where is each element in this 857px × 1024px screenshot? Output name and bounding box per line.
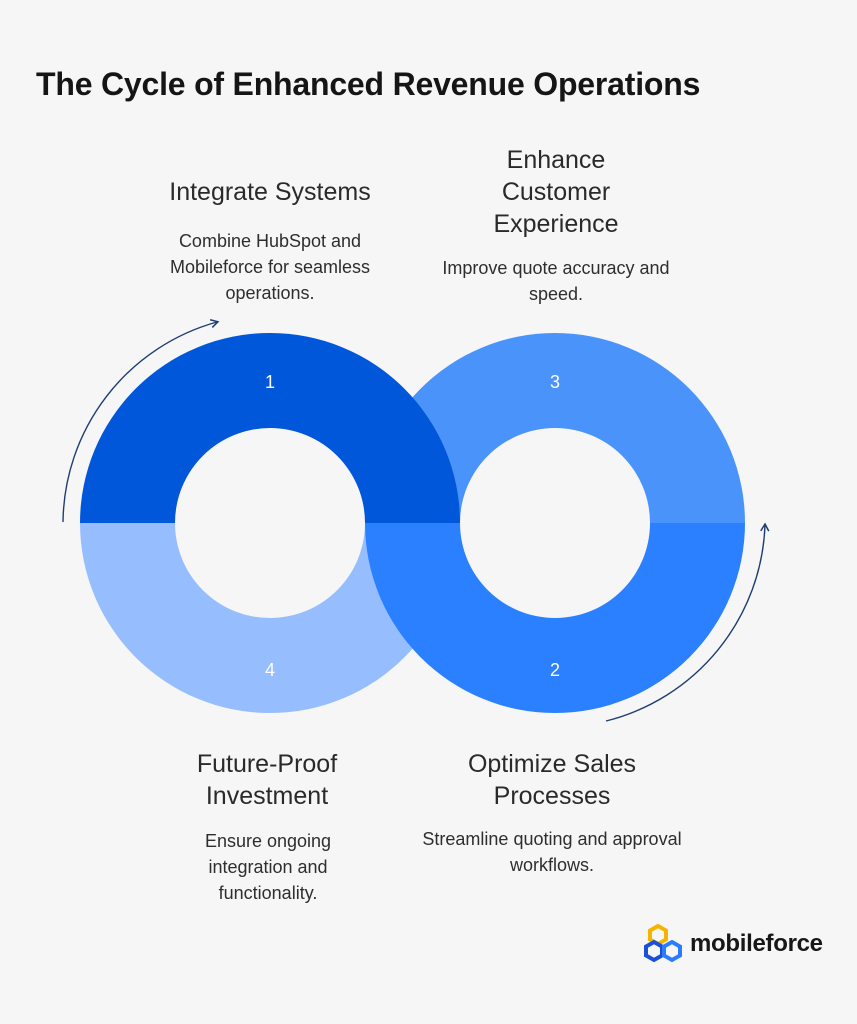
- segment-1: [80, 333, 460, 523]
- segment-4-number: 4: [265, 660, 275, 680]
- segment-4: [80, 523, 460, 713]
- mobileforce-hexagon-logo-icon: [644, 924, 682, 963]
- page-title: The Cycle of Enhanced Revenue Operations: [36, 66, 701, 102]
- segment-3-number: 3: [550, 372, 560, 392]
- segment-3: [365, 333, 745, 523]
- step-1-description: Combine HubSpot and Mobileforce for seam…: [169, 231, 371, 303]
- step-2-title: Optimize Sales Processes: [467, 750, 637, 810]
- segment-2-number: 2: [550, 660, 560, 680]
- brand-logo: mobileforce: [644, 924, 823, 964]
- step-3-title: Enhance Customer Experience: [493, 146, 619, 238]
- logo-text: mobileforce: [690, 930, 823, 957]
- step-4-title: Future-Proof Investment: [196, 750, 338, 810]
- segment-2: [365, 523, 745, 713]
- step-4-description: Ensure ongoing integration and functiona…: [204, 831, 332, 903]
- bottom-right-arrow: [605, 522, 770, 722]
- step-1-title: Integrate Systems: [169, 178, 371, 206]
- top-left-arrow: [62, 319, 220, 523]
- step-2-description: Streamline quoting and approval workflow…: [422, 829, 682, 875]
- segment-1-number: 1: [265, 372, 275, 392]
- step-3-description: Improve quote accuracy and speed.: [442, 258, 670, 304]
